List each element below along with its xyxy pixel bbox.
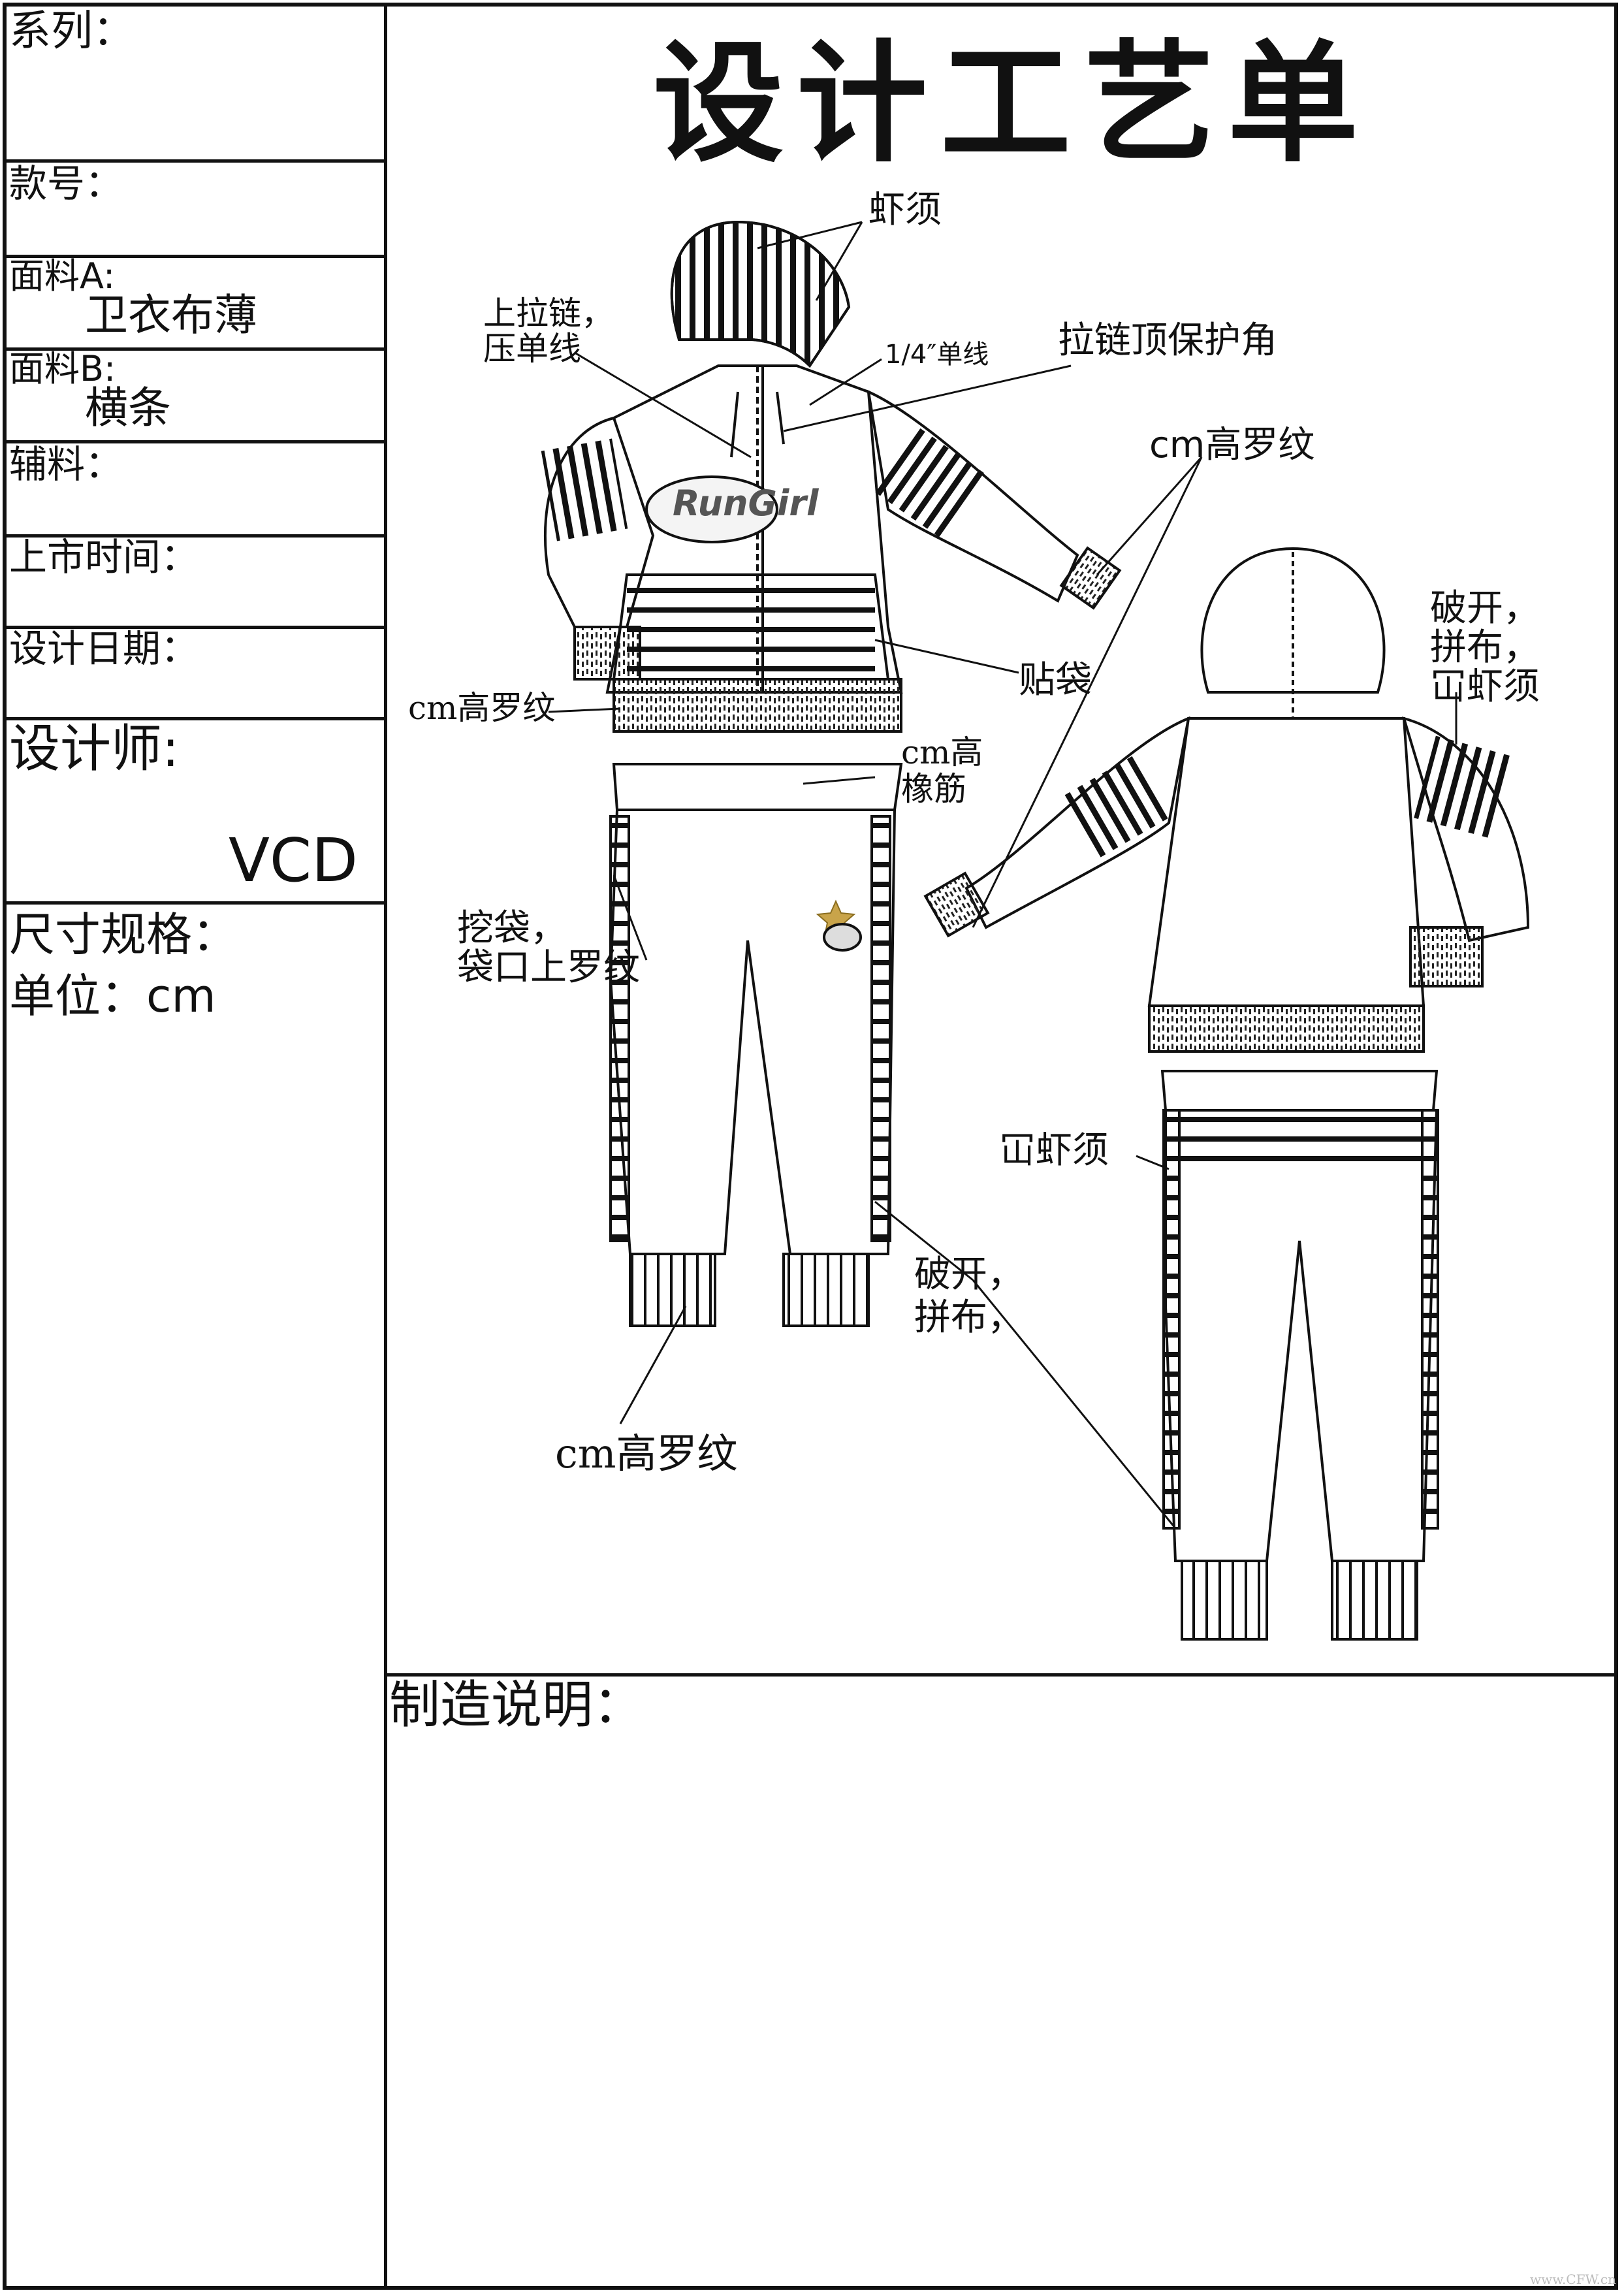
manufacture-divider — [384, 1673, 1618, 1677]
watermark: www.CFW.cn — [1529, 2271, 1616, 2287]
fabric-b-value: 横条 — [85, 383, 171, 433]
callout-zip-stitch: 压单线 — [483, 330, 581, 368]
style-no-label: 款号： — [9, 161, 123, 206]
design-date-label: 设计日期： — [9, 626, 199, 671]
row-divider — [3, 347, 387, 351]
fabric-b-label: 面料B: — [9, 348, 116, 389]
designer-label: 设计师: — [9, 720, 180, 778]
worksheet-frame — [3, 3, 1618, 2290]
callout-pocket-b: 袋口上罗纹 — [457, 946, 640, 989]
callout-back-split-b: 拼布， — [1430, 626, 1540, 669]
callout-patch-pocket: 贴袋 — [1019, 659, 1092, 701]
callout-pocket-a: 挖袋， — [457, 907, 567, 950]
front-hoodie — [541, 220, 1122, 733]
row-divider — [3, 159, 387, 163]
callout-back-split-a: 破开， — [1430, 587, 1540, 630]
front-pants — [609, 763, 903, 1327]
unit-label: 单位：cm — [9, 969, 216, 1023]
callout-back-rib-sleeve: 冚虾须 — [1430, 666, 1540, 708]
callout-leaders — [548, 221, 1457, 1529]
series-label: 系列： — [9, 7, 135, 56]
row-divider — [3, 440, 387, 443]
row-divider — [3, 717, 387, 720]
row-divider — [3, 255, 387, 258]
fabric-a-label: 面料A: — [9, 255, 116, 297]
callout-split-a: 破开， — [914, 1253, 1024, 1296]
row-divider — [3, 534, 387, 538]
back-hoodie — [923, 547, 1530, 1053]
callout-zip-guard: 拉链顶保护角 — [1058, 319, 1277, 362]
callout-waist-b: 橡筋 — [901, 770, 966, 808]
fabric-a-value: 卫衣布薄 — [85, 290, 257, 340]
launch-time-label: 上市时间： — [9, 535, 199, 579]
callout-waist-a: cm高 — [901, 733, 983, 771]
row-divider — [3, 901, 387, 905]
callout-back-yoke: 冚虾须 — [999, 1129, 1109, 1172]
callout-hem-rib: cm高罗纹 — [408, 689, 556, 727]
page-title: 设计工艺单 — [653, 28, 1372, 180]
callout-quarter-stitch: 1/4″单线 — [885, 340, 989, 370]
callout-pant-rib: cm高罗纹 — [555, 1430, 738, 1477]
row-divider — [3, 626, 387, 629]
back-pants — [1160, 1070, 1439, 1641]
sidebar-divider — [384, 3, 387, 2290]
size-spec-label: 尺寸规格： — [9, 908, 238, 961]
callout-cuff-rib: cm高罗纹 — [1149, 424, 1315, 466]
callout-zip-top: 上拉链， — [483, 295, 614, 332]
manufacture-label: 制造说明： — [389, 1676, 645, 1735]
callout-split-b: 拼布， — [914, 1296, 1024, 1339]
designer-value: VCD — [229, 826, 358, 895]
logo-graphic-text: RunGirl — [673, 483, 819, 524]
callout-hood-rib: 虾须 — [868, 189, 942, 231]
accessories-label: 辅料： — [9, 442, 123, 487]
